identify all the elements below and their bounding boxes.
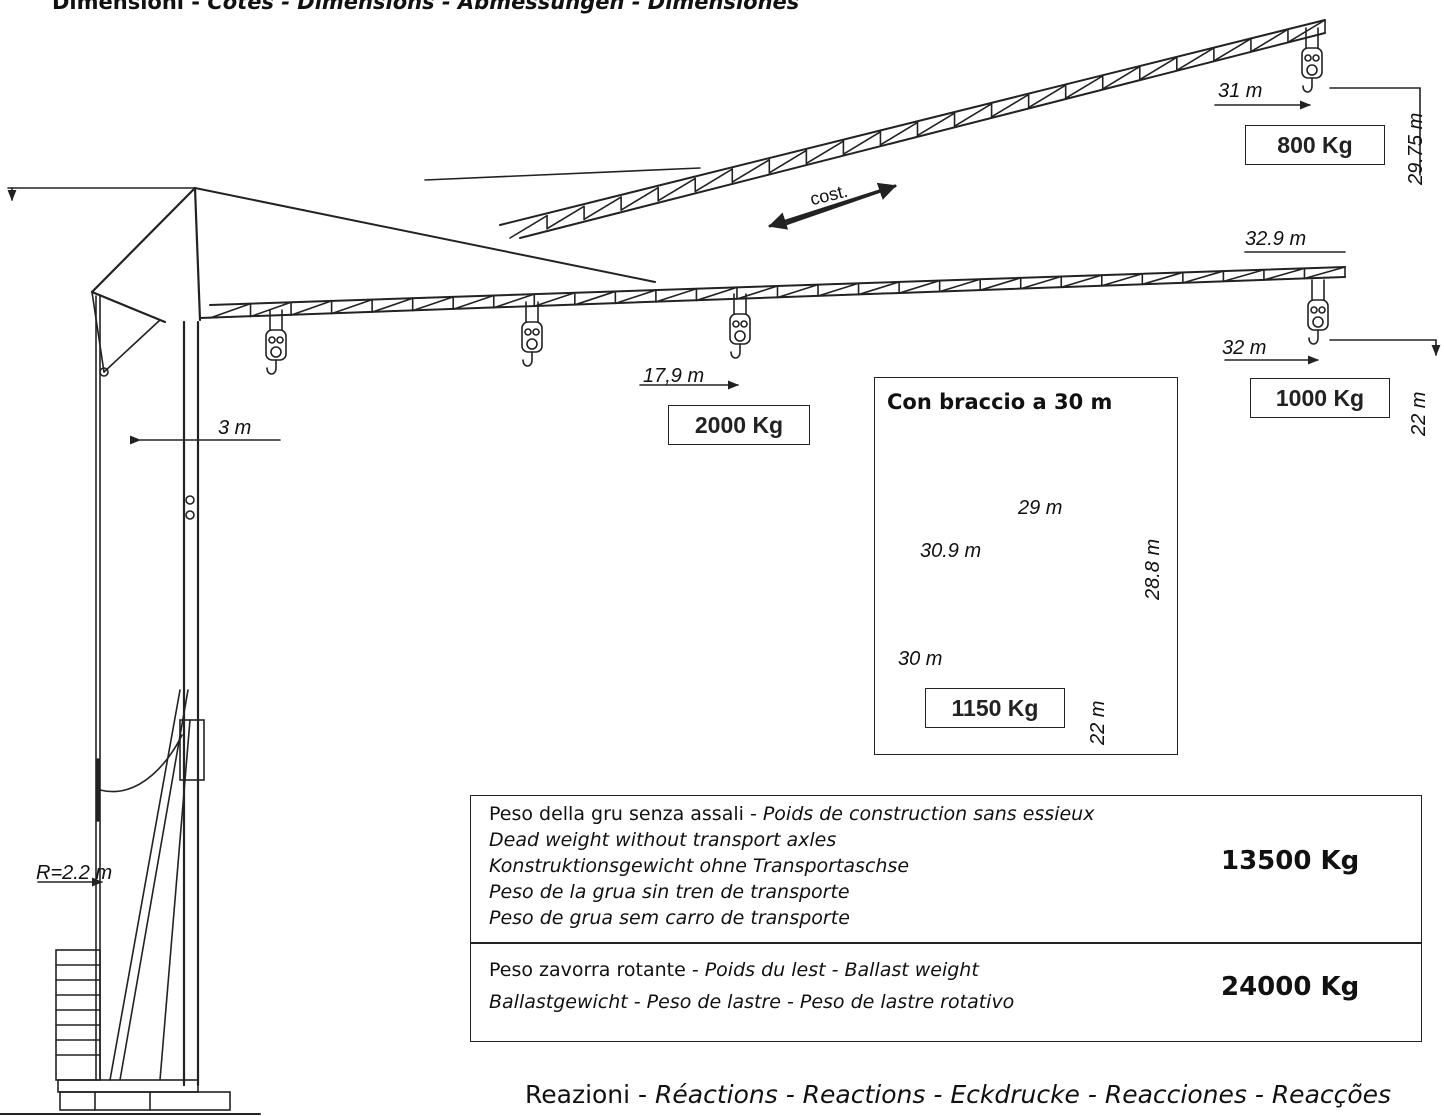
ballast-weight-it: Peso zavorra rotante - — [489, 959, 705, 981]
dim-31m: 31 m — [1218, 80, 1263, 102]
suspension-line — [95, 295, 183, 1081]
crane-weight-es: Peso de la grua sin tren de transporte — [489, 881, 850, 903]
dim-3m: 3 m — [218, 417, 252, 439]
inset-height-22m: 22 m — [1087, 700, 1109, 745]
inset-height-28.8m: 28.8 m — [1142, 538, 1164, 600]
load-box-1150: 1150 Kg — [925, 688, 1065, 728]
hook-block-3 — [729, 293, 751, 359]
dim-32m: 32 m — [1222, 337, 1267, 359]
crane-weight-line-1: Peso della gru senza assali - Poids de c… — [489, 802, 1094, 826]
reactions-heading: Reazioni - Réactions - Reactions - Eckdr… — [525, 1080, 1391, 1109]
inset-dim-30.9m: 30.9 m — [920, 540, 982, 562]
reactions-lead: Reazioni - — [525, 1080, 656, 1109]
height-22m: 22 m — [1408, 391, 1430, 436]
ballast-weight-de-es-pt: Ballastgewicht - Peso de lastre - Peso d… — [489, 991, 1015, 1013]
title-lead: Dimensioni - — [52, 0, 208, 14]
radius-label: R=2.2 m — [36, 862, 113, 884]
load-box-2000: 2000 Kg — [668, 405, 810, 445]
inset-dim-30m: 30 m — [898, 648, 943, 670]
ballast-stack — [55, 949, 231, 1111]
tower-head — [90, 186, 656, 377]
dim-32.9m: 32.9 m — [1245, 228, 1307, 250]
crane-weight-value: 13500 Kg — [1221, 846, 1360, 876]
ballast-weight-line-2: Ballastgewicht - Peso de lastre - Peso d… — [489, 990, 1014, 1014]
ballast-weight-line-1: Peso zavorra rotante - Poids du lest - B… — [489, 958, 979, 982]
ballast-weight-section: Peso zavorra rotante - Poids du lest - B… — [471, 944, 1421, 1041]
luffed-jib — [424, 19, 1326, 239]
load-box-1000: 1000 Kg — [1250, 378, 1390, 418]
main-jib — [199, 266, 1346, 319]
crane-weight-it: Peso della gru senza assali - — [489, 803, 763, 825]
ballast-weight-value: 24000 Kg — [1221, 972, 1360, 1002]
crane-mast — [182, 320, 200, 1087]
crane-weight-line-4: Peso de la grua sin tren de transporte — [489, 880, 850, 904]
height-2975: 29.75 m — [1405, 112, 1427, 185]
crane-weight-line-3: Konstruktionsgewicht ohne Transportaschs… — [489, 854, 909, 878]
crane-weight-line-5: Peso de grua sem carro de transporte — [489, 906, 850, 930]
crane-weight-line-2: Dead weight without transport axles — [489, 828, 836, 852]
load-box-800: 800 Kg — [1245, 125, 1385, 165]
crane-weight-pt: Peso de grua sem carro de transporte — [489, 907, 850, 929]
hook-block-1 — [265, 309, 287, 375]
crane-weight-en: Dead weight without transport axles — [489, 829, 837, 851]
inset-dim-29m: 29 m — [1018, 497, 1063, 519]
ballast-weight-fr-en: Poids du lest - Ballast weight — [704, 959, 979, 981]
reactions-rest: Réactions - Reactions - Eckdrucke - Reac… — [655, 1080, 1392, 1109]
erecting-struts — [109, 689, 205, 1081]
weights-table: Peso della gru senza assali - Poids de c… — [470, 795, 1422, 1042]
title-rest: Cotes - Dimensions - Abmessungen - Dimen… — [207, 0, 800, 14]
hook-block-tip — [1307, 279, 1329, 345]
hook-block-2 — [521, 301, 543, 367]
crane-weight-section: Peso della gru senza assali - Poids de c… — [471, 796, 1421, 944]
crane-weight-de: Konstruktionsgewicht ohne Transportaschs… — [489, 855, 910, 877]
dim-17.9m: 17,9 m — [643, 365, 705, 387]
page-title: Dimensioni - Cotes - Dimensions - Abmess… — [52, 0, 799, 14]
dimension-arrows — [7, 87, 1441, 887]
crane-weight-fr: Poids de construction sans essieux — [762, 803, 1095, 825]
inset-title: Con braccio a 30 m — [887, 390, 1113, 414]
